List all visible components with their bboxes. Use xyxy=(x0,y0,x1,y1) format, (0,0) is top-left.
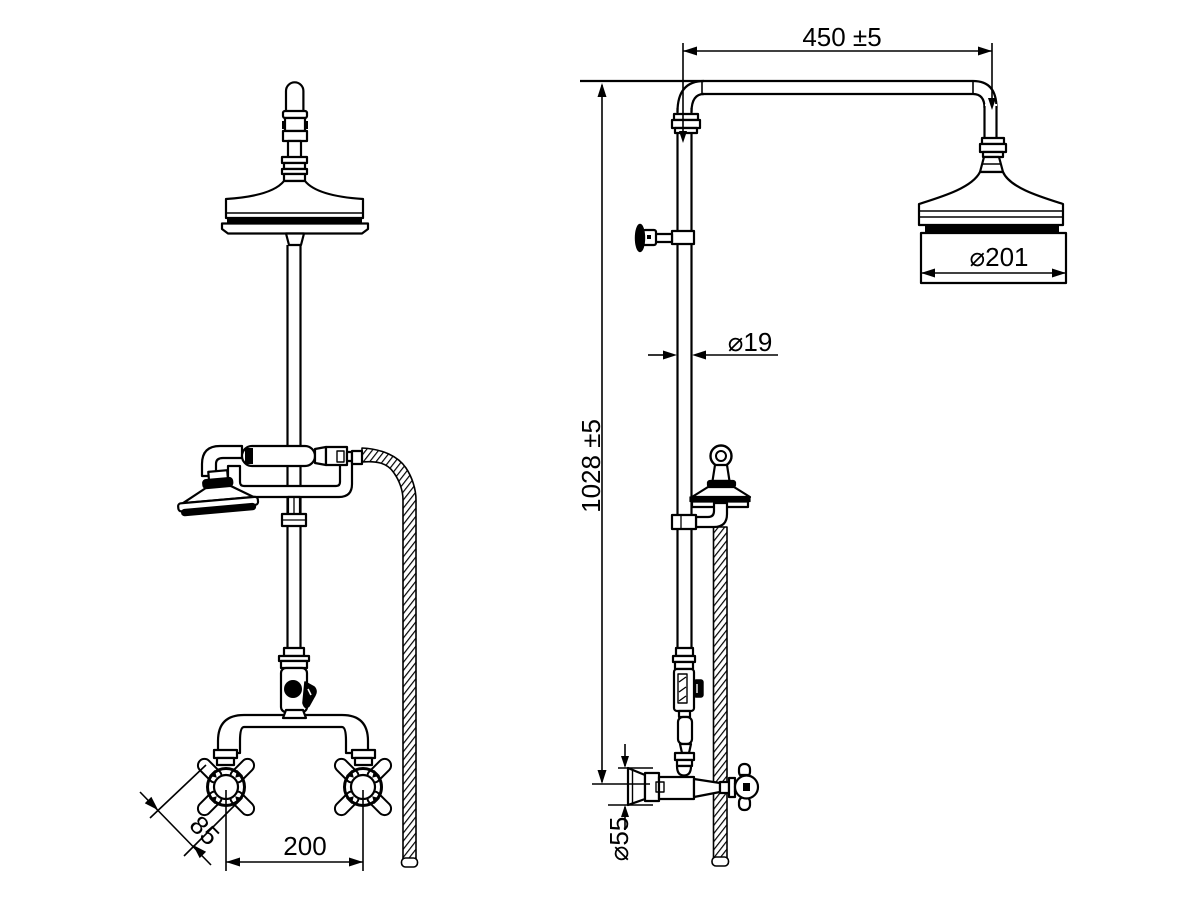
holder-arm xyxy=(694,501,729,529)
dim-tap-spacing: 200 xyxy=(225,790,364,871)
dim-flange-diameter: ⌀55 xyxy=(604,744,653,861)
front-diverter-valve xyxy=(277,646,317,714)
dimension-annotations: 450 ±5 1028 ±5 ⌀201 ⌀19 xyxy=(139,22,1066,871)
dim-label-total-height: 1028 ±5 xyxy=(576,419,606,513)
front-hand-shower-hose xyxy=(361,447,419,868)
dim-label-head-diameter: ⌀201 xyxy=(969,242,1028,272)
dim-head-diameter: ⌀201 xyxy=(921,242,1066,278)
side-shower-head xyxy=(917,155,1068,285)
slider-knob xyxy=(634,223,696,253)
mixer-bridge xyxy=(212,708,377,767)
top-arm xyxy=(580,79,1008,159)
dim-total-height: 1028 ±5 xyxy=(576,83,650,785)
front-top-elbow xyxy=(280,81,309,176)
dim-label-top-width: 450 ±5 xyxy=(802,22,881,52)
wall-flange xyxy=(626,766,647,807)
side-diverter-valve xyxy=(671,646,704,777)
side-mixer-body xyxy=(626,762,760,812)
hand-shower-head-front xyxy=(177,469,260,517)
dim-pipe-diameter: ⌀19 xyxy=(648,327,778,360)
side-hand-shower xyxy=(670,444,752,531)
left-cross-handle xyxy=(196,757,256,817)
dim-top-width: 450 ±5 xyxy=(679,22,996,143)
side-cross-handle xyxy=(733,762,760,812)
holder-clamp xyxy=(670,513,698,531)
front-hand-shower-cradle xyxy=(177,444,364,528)
dim-label-flange-diameter: ⌀55 xyxy=(604,817,634,862)
dim-label-tap-spacing: 200 xyxy=(283,831,326,861)
side-riser-pipe xyxy=(676,104,693,650)
front-view xyxy=(177,81,419,868)
side-view xyxy=(580,79,1068,867)
dim-label-pipe-diameter: ⌀19 xyxy=(728,327,773,357)
front-shower-head xyxy=(220,172,370,247)
side-hand-shower-hose xyxy=(711,526,730,867)
